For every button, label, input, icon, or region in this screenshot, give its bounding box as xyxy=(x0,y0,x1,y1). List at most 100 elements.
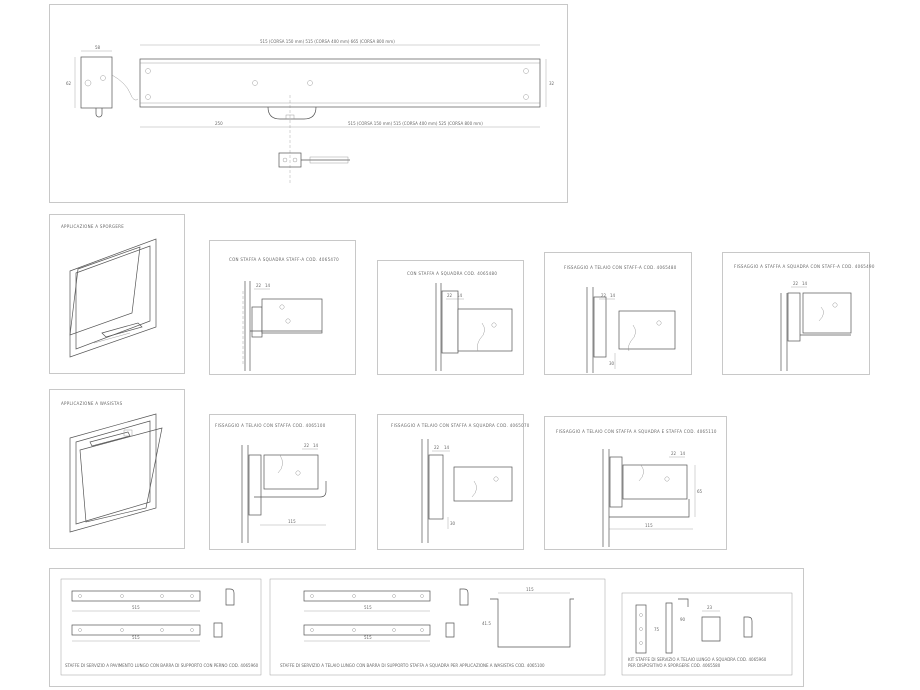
svg-text:14: 14 xyxy=(680,451,686,456)
chain-outlet xyxy=(267,106,317,120)
svg-text:75: 75 xyxy=(654,627,660,632)
body-hole xyxy=(252,80,258,86)
body-hole xyxy=(523,68,529,74)
end-bracket xyxy=(225,588,235,606)
application-top-hung-panel: APPLICAZIONE A SPORGERE xyxy=(49,214,185,374)
service-brackets-panel: 515 515 STAFFE DI SERVIZIO A PAVIMENTO L… xyxy=(49,568,804,687)
body-hole xyxy=(523,94,529,100)
svg-text:14: 14 xyxy=(265,283,271,288)
bracket-kit-3-caption-b: PER DISPOSITIVO A SPORGERE COD. 4065580 xyxy=(628,663,721,668)
support-bar xyxy=(71,624,201,636)
body-hole xyxy=(307,80,313,86)
fixing-detail-1: CON STAFFA A SQUADRA STAFF-A COD. 406547… xyxy=(209,240,356,375)
svg-text:515: 515 xyxy=(132,605,140,610)
svg-text:22: 22 xyxy=(671,451,677,456)
end-hook xyxy=(95,108,103,118)
fixing-detail-3-caption: FISSAGGIO A TELAIO CON STAFF-A COD. 4065… xyxy=(564,265,677,270)
svg-text:30: 30 xyxy=(609,361,615,366)
actuator-section xyxy=(261,298,323,334)
fixing-detail-1-caption: CON STAFFA A SQUADRA STAFF-A COD. 406547… xyxy=(229,257,339,262)
dim-bottom-label: 515 (CORSA 150 mm) 515 (CORSA 400 mm) 52… xyxy=(348,121,483,126)
support-bar xyxy=(303,624,431,636)
actuator-section xyxy=(618,310,676,350)
support-bar xyxy=(303,590,431,602)
dim-top-label: 515 (CORSA 150 mm) 515 (CORSA 400 mm) 66… xyxy=(260,39,395,44)
dim-height-label: 62 xyxy=(66,81,72,86)
fixing-detail-5: FISSAGGIO A TELAIO CON STAFFA COD. 40651… xyxy=(209,414,356,550)
fixing-detail-2-caption: CON STAFFA A SQUADRA COD. 4065480 xyxy=(407,271,498,276)
actuator-drawing: 58 62 515 (CORSA 150 mm) 515 (CORSA 400 … xyxy=(66,39,555,185)
application-top-hung-caption: APPLICAZIONE A SPORGERE xyxy=(61,224,125,229)
actuator-section xyxy=(622,464,688,500)
actuator-section xyxy=(453,466,513,502)
bracket-kit-3-caption-a: KIT STAFFE DI SERVIZIO A TELAIO LUNGO A … xyxy=(628,657,767,662)
svg-text:14: 14 xyxy=(802,281,808,286)
fixing-detail-6: FISSAGGIO A TELAIO CON STAFFA A SQUADRA … xyxy=(377,414,529,550)
application-bottom-hung-drawing xyxy=(69,413,163,533)
svg-text:115: 115 xyxy=(645,523,653,528)
bracket-kit-1-caption: STAFFE DI SERVIZIO A PAVIMENTO LUNGO CON… xyxy=(65,663,259,668)
actuator-section xyxy=(457,308,513,352)
svg-text:115: 115 xyxy=(288,519,296,524)
bracket-kit-3-frame xyxy=(621,592,793,676)
svg-text:23: 23 xyxy=(707,605,713,610)
svg-text:22: 22 xyxy=(256,283,262,288)
fixing-detail-2: CON STAFFA A SQUADRA COD. 4065480 22 14 xyxy=(377,260,524,375)
actuator-section xyxy=(802,292,852,334)
fixing-detail-5-caption: FISSAGGIO A TELAIO CON STAFFA COD. 40651… xyxy=(215,423,326,428)
svg-text:22: 22 xyxy=(793,281,799,286)
end-hole-left xyxy=(84,79,92,87)
svg-text:41.5: 41.5 xyxy=(482,621,491,626)
vertical-plate xyxy=(635,604,647,654)
end-bracket xyxy=(743,616,753,638)
application-bottom-hung-panel: APPLICAZIONE A WASISTAS xyxy=(49,389,185,549)
application-top-hung-drawing xyxy=(69,238,157,358)
fixing-detail-6-caption: FISSAGGIO A TELAIO CON STAFFA A SQUADRA … xyxy=(391,423,530,428)
end-bracket xyxy=(213,622,223,638)
svg-text:22: 22 xyxy=(434,445,440,450)
fixing-detail-7: FISSAGGIO A TELAIO CON STAFFA A SQUADRA … xyxy=(544,416,727,550)
actuator-drawing-panel: 58 62 515 (CORSA 150 mm) 515 (CORSA 400 … xyxy=(49,4,568,203)
fixing-detail-4: FISSAGGIO A STAFFA A SQUADRA CON STAFF-A… xyxy=(722,252,874,375)
svg-text:65: 65 xyxy=(697,489,703,494)
power-cable xyxy=(111,74,139,101)
svg-text:515: 515 xyxy=(364,635,372,640)
window-frame xyxy=(69,413,157,533)
bracket-kit-2-caption: STAFFE DI SERVIZIO A TELAIO LUNGO CON BA… xyxy=(280,663,545,668)
svg-text:22: 22 xyxy=(601,293,607,298)
application-bottom-hung-caption: APPLICAZIONE A WASISTAS xyxy=(61,401,123,406)
fixing-detail-4-caption: FISSAGGIO A STAFFA A SQUADRA CON STAFF-A… xyxy=(734,264,875,269)
service-bracket xyxy=(701,616,721,642)
dim-width-label: 58 xyxy=(95,45,101,50)
svg-text:14: 14 xyxy=(313,443,319,448)
svg-text:22: 22 xyxy=(304,443,310,448)
svg-text:14: 14 xyxy=(457,293,463,298)
dim-right-label: 32 xyxy=(549,81,555,86)
bracket-kit-1-frame xyxy=(60,578,262,676)
svg-text:515: 515 xyxy=(364,605,372,610)
svg-text:90: 90 xyxy=(680,617,686,622)
svg-text:515: 515 xyxy=(132,635,140,640)
actuator-mounted xyxy=(101,322,143,338)
end-bracket xyxy=(445,622,455,638)
window-sash xyxy=(79,427,163,523)
end-bracket xyxy=(459,588,469,606)
end-hole-right xyxy=(100,75,106,81)
support-bar xyxy=(71,590,201,602)
actuator-body xyxy=(139,58,541,108)
body-hole xyxy=(145,68,151,74)
svg-text:30: 30 xyxy=(450,521,456,526)
angle-bracket xyxy=(490,598,574,648)
window-sash xyxy=(69,246,141,336)
dim-left-bottom-label: 250 xyxy=(215,121,223,126)
fixing-detail-7-caption: FISSAGGIO A TELAIO CON STAFFA A SQUADRA … xyxy=(556,429,717,434)
svg-text:14: 14 xyxy=(610,293,616,298)
bracket-kit-2-frame xyxy=(269,578,606,676)
svg-text:14: 14 xyxy=(444,445,450,450)
svg-text:115: 115 xyxy=(526,587,534,592)
actuator-section xyxy=(263,454,319,490)
body-hole xyxy=(145,94,151,100)
window-frame xyxy=(69,238,157,358)
svg-text:22: 22 xyxy=(447,293,453,298)
actuator-end-view xyxy=(80,56,113,109)
